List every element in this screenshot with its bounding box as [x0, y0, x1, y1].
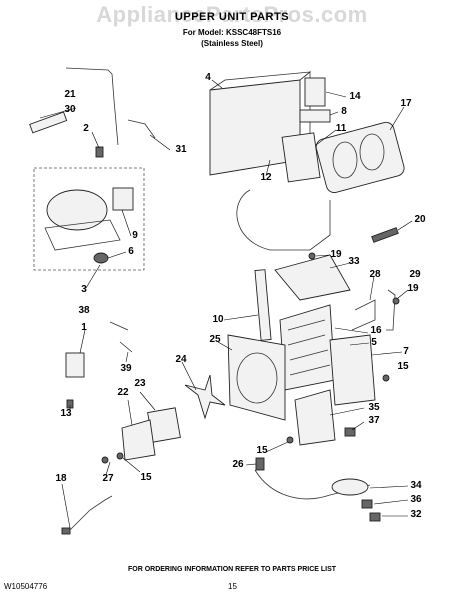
compressor-group-box	[33, 167, 145, 271]
callout-30: 30	[64, 104, 76, 115]
callout-29: 29	[409, 269, 421, 280]
start-relay	[112, 187, 134, 211]
callout-2: 2	[83, 123, 89, 134]
compressor-base	[44, 219, 121, 251]
callout-33: 33	[348, 256, 360, 267]
tube-assembly	[65, 67, 119, 146]
callout-23: 23	[134, 378, 146, 389]
screw-27a	[101, 456, 109, 464]
shroud-part	[274, 254, 351, 301]
condenser-coil	[279, 304, 336, 391]
base-bracket	[294, 389, 336, 446]
switch-part	[65, 352, 85, 378]
side-panel	[329, 334, 376, 406]
callout-12: 12	[260, 172, 272, 183]
callout-14: 14	[349, 91, 361, 102]
wire-harness-18	[69, 495, 113, 531]
screw-15b	[286, 436, 294, 444]
callout-3: 3	[81, 284, 87, 295]
bracket-28	[351, 299, 376, 331]
callout-9: 9	[132, 230, 138, 241]
wire-38	[109, 321, 129, 331]
document-number: W10504776	[4, 582, 48, 591]
callout-1: 1	[81, 322, 87, 333]
callout-19a: 19	[330, 249, 342, 260]
callout-27: 27	[102, 473, 114, 484]
power-cord-harness	[254, 469, 371, 500]
callout-22: 22	[117, 387, 129, 398]
wire-harness	[236, 189, 331, 251]
connector-36	[361, 499, 373, 509]
leader-lines	[39, 79, 413, 529]
callout-35: 35	[368, 402, 380, 413]
callout-15c: 15	[140, 472, 152, 483]
callout-11: 11	[335, 123, 347, 134]
wire-39	[119, 341, 133, 353]
screw-15a	[382, 374, 390, 382]
callout-20: 20	[414, 214, 426, 225]
compressor-body	[46, 189, 108, 231]
callout-37: 37	[368, 415, 380, 426]
strip-part	[254, 269, 272, 341]
callout-31: 31	[175, 144, 187, 155]
callout-7: 7	[403, 346, 409, 357]
callout-36: 36	[410, 494, 422, 505]
callout-25: 25	[209, 334, 221, 345]
ordering-note: FOR ORDERING INFORMATION REFER TO PARTS …	[127, 566, 337, 573]
grommet-part	[93, 252, 109, 264]
page-title: UPPER UNIT PARTS	[174, 11, 290, 23]
connector-32	[369, 512, 381, 522]
drier-filter	[29, 111, 68, 134]
variant-line: (Stainless Steel)	[201, 39, 263, 48]
mount-plate	[299, 109, 331, 123]
screw-27b	[116, 452, 124, 460]
motor-bracket	[121, 419, 156, 461]
callout-39: 39	[120, 363, 132, 374]
callout-10: 10	[212, 314, 224, 325]
callout-15a: 15	[397, 361, 409, 372]
callout-34: 34	[410, 480, 422, 491]
callout-8: 8	[341, 106, 347, 117]
screw-19b	[392, 297, 400, 305]
callout-28: 28	[369, 269, 381, 280]
callout-17: 17	[400, 98, 412, 109]
bracket-29	[386, 289, 396, 331]
bracket-part	[304, 77, 326, 107]
fan-shroud	[227, 334, 286, 421]
hose-part	[127, 119, 156, 139]
thermistor-part	[371, 227, 399, 243]
screw-19	[308, 252, 316, 260]
callout-16: 16	[370, 325, 382, 336]
model-line: For Model: KSSC48FTS16	[182, 28, 282, 37]
fan-blade	[184, 374, 226, 420]
callout-18: 18	[55, 473, 67, 484]
callout-15b: 15	[256, 445, 268, 456]
control-board	[281, 132, 321, 183]
grommet-26	[255, 457, 265, 471]
page-number: 15	[228, 582, 237, 591]
callout-6: 6	[128, 246, 134, 257]
callout-32: 32	[410, 509, 422, 520]
callout-26: 26	[232, 459, 244, 470]
callout-21: 21	[64, 89, 76, 100]
callout-24: 24	[175, 354, 187, 365]
callout-19b: 19	[407, 283, 419, 294]
callout-13: 13	[60, 408, 72, 419]
bolt-part	[95, 146, 104, 158]
callout-5: 5	[371, 337, 377, 348]
callout-4: 4	[205, 72, 211, 83]
watermark-text: AppliancePartsPros.com	[96, 2, 368, 27]
callout-38: 38	[78, 305, 90, 316]
clip-part	[344, 427, 356, 437]
